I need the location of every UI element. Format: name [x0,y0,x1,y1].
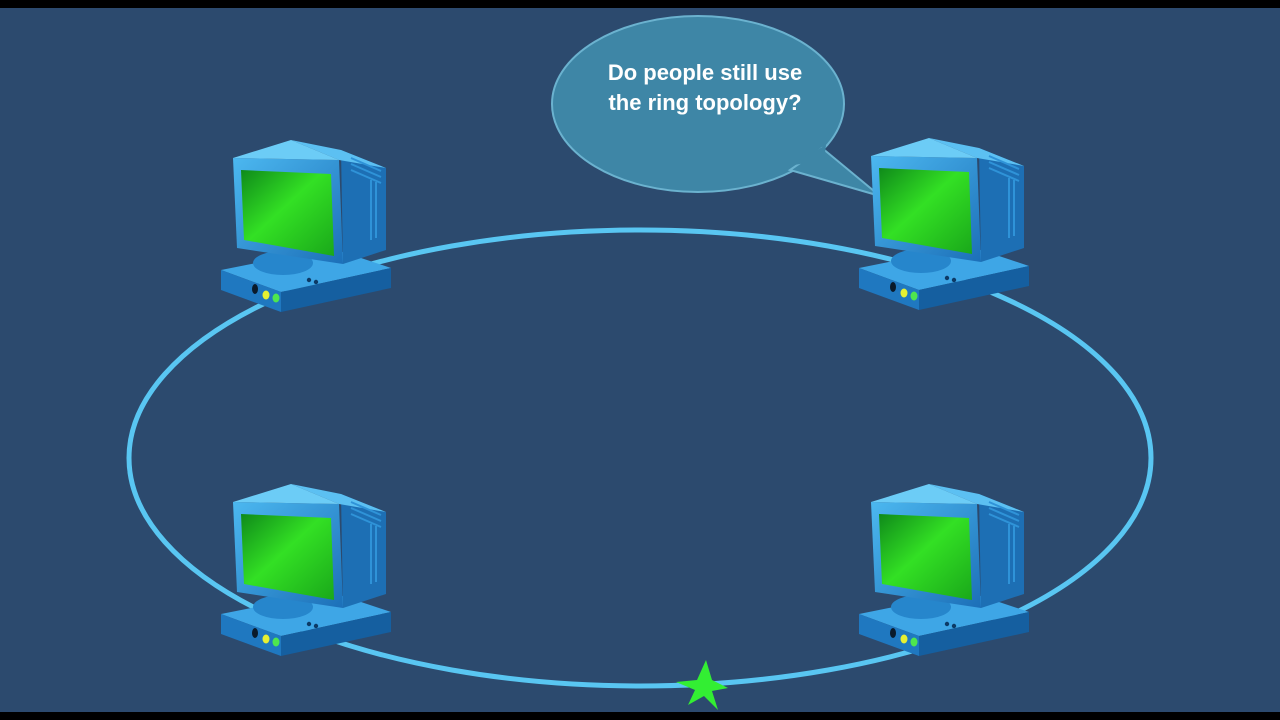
ring-cable [126,227,1154,689]
speech-bubble-line-2: the ring topology? [608,90,802,115]
computer-top-right [858,137,1030,311]
computer-bottom-left [220,483,392,657]
speech-bubble [551,15,881,197]
speech-bubble-text: Do people still use the ring topology? [560,58,850,118]
speech-bubble-line-1: Do people still use [607,60,803,85]
computer-top-left [220,139,392,313]
computer-bottom-right [858,483,1030,657]
star-icon [676,660,728,710]
